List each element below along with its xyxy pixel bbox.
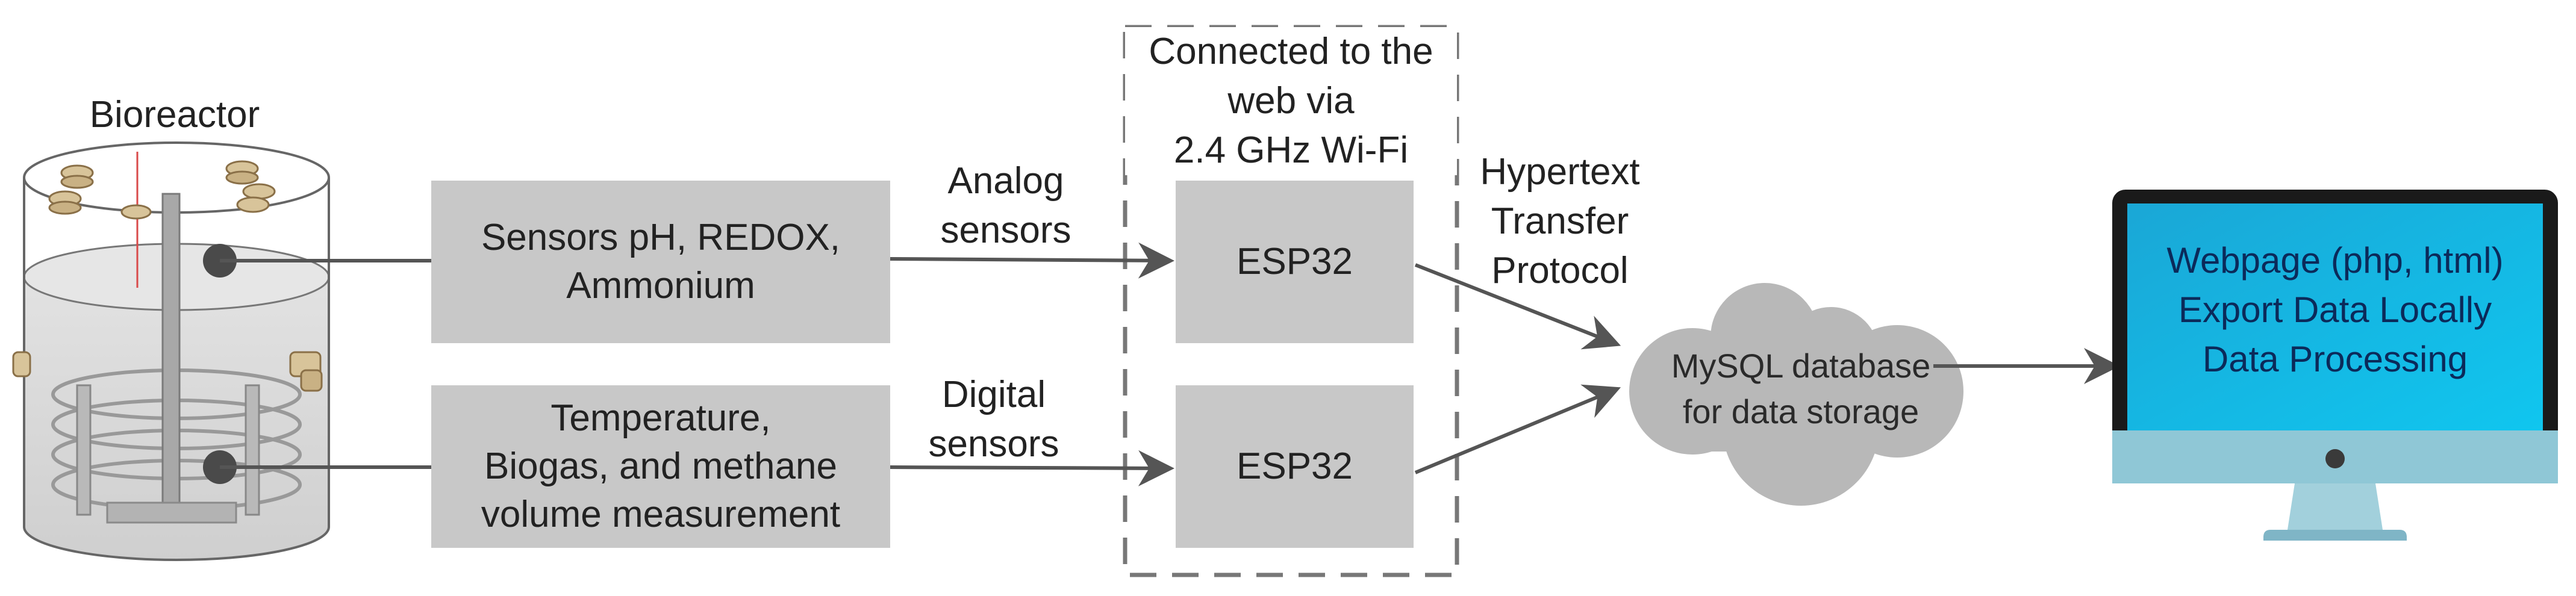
sensor-box-digital: Temperature, Biogas, and methane volume … [431,385,890,548]
wifi-group-label-line-1: Connected to the [1149,31,1433,72]
http-protocol-label-line-3: Protocol [1491,250,1629,291]
digital-sensors-label-line-2: sensors [928,423,1059,465]
monitor-line-3: Data Processing [2202,339,2468,379]
digital-sensors-label: Digital sensors [909,370,1078,469]
analog-sensors-label-line-2: sensors [940,210,1071,251]
esp32-box-top: ESP32 [1176,181,1414,343]
sensor-box-analog-line-2: Ammonium [566,265,755,306]
analog-sensors-label: Analog sensors [922,157,1090,255]
http-protocol-label: Hypertext Transfer Protocol [1458,147,1662,296]
monitor-line-1: Webpage (php, html) [2166,240,2504,281]
esp32-box-bottom: ESP32 [1176,385,1414,548]
wifi-group-label: Connected to the web via 2.4 GHz Wi-Fi [1125,27,1457,175]
bioreactor-icon [12,141,330,561]
monitor-line-2: Export Data Locally [2178,290,2492,330]
sensor-box-analog: Sensors pH, REDOX, Ammonium [431,181,890,343]
digital-sensors-label-line-1: Digital [941,374,1046,415]
arrow-esp-top-to-db [1414,263,1621,350]
arrow-esp-bottom-to-db [1414,384,1621,474]
http-protocol-label-line-2: Transfer [1491,200,1629,242]
database-cloud-icon [1629,283,1963,506]
sensor-box-digital-line-3: volume measurement [481,494,841,535]
arrow-digital-to-esp [890,450,1174,486]
analog-sensors-label-line-1: Analog [947,160,1064,202]
monitor-screen-text: Webpage (php, html) Export Data Locally … [2127,236,2543,384]
sensor-box-digital-line-1: Temperature, [550,397,771,439]
database-label: MySQL database for data storage [1644,343,1957,435]
database-label-line-2: for data storage [1682,393,1920,430]
bioreactor-label: Bioreactor [89,94,260,135]
wifi-group-label-line-3: 2.4 GHz Wi-Fi [1173,129,1409,171]
arrow-analog-to-esp [890,242,1174,279]
database-label-line-1: MySQL database [1671,347,1931,385]
sensor-box-analog-line-1: Sensors pH, REDOX, [481,217,841,258]
wifi-group-frame [1123,25,1459,577]
http-protocol-label-line-1: Hypertext [1480,151,1640,193]
sensor-box-digital-line-2: Biogas, and methane [484,445,837,487]
monitor-icon [2112,190,2558,541]
wifi-group-label-line-2: web via [1227,80,1355,122]
